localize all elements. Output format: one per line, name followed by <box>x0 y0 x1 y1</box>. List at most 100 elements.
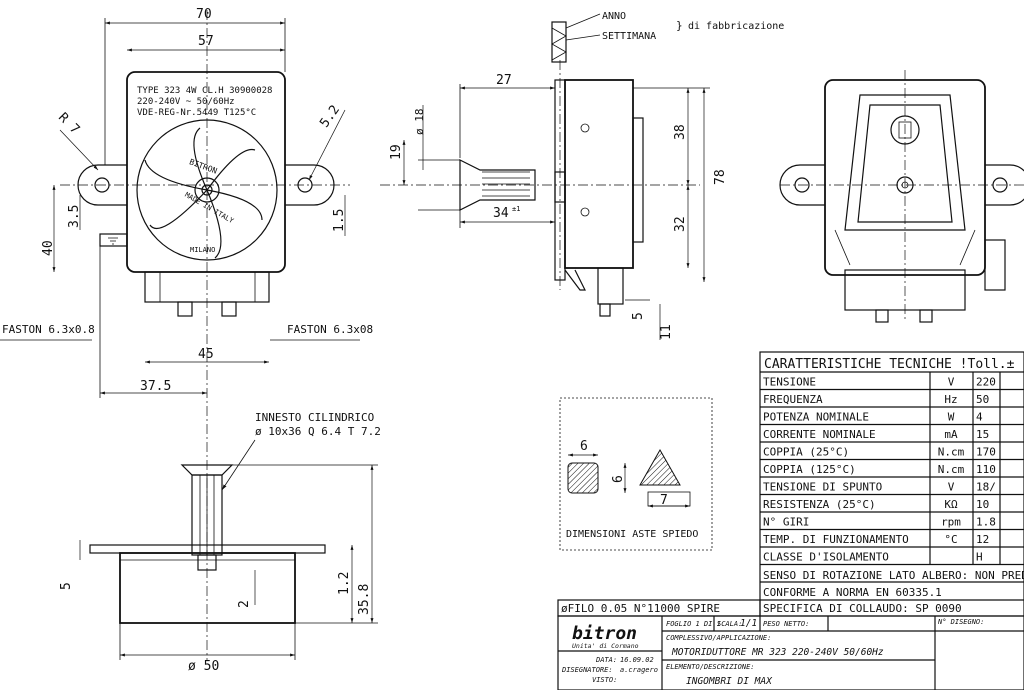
dim-27: 27 <box>496 73 512 88</box>
disegnatore-value: a.cragero <box>620 666 658 674</box>
dim-r7: R 7 <box>55 110 82 137</box>
spiedo-dim-7: 7 <box>660 493 668 508</box>
spec-row-unit: N.cm <box>938 463 965 476</box>
spec-row-name: COPPIA (125°C) <box>763 463 856 476</box>
n-disegno-label: N° DISEGNO: <box>937 618 984 626</box>
spec-row-val: 1.8 <box>976 516 996 529</box>
spec-row-unit: V <box>948 481 955 494</box>
complessivo-value: MOTORIDUTTORE MR 323 220-240V 50/60Hz <box>671 647 884 658</box>
spec-row-name: POTENZA NOMINALE <box>763 411 869 424</box>
label-plate-line1: TYPE 323 4W CL.H 30900028 <box>137 86 272 96</box>
spec-senso: SENSO DI ROTAZIONE LATO ALBERO: NON PRED… <box>763 569 1024 582</box>
scala-label: SCALA: <box>717 620 742 628</box>
spec-row-unit: V <box>948 376 955 389</box>
rotor-text-bottom: MILANO <box>190 246 215 254</box>
bottom-view: INNESTO CILINDRICO ø 10x36 Q 6.4 T 7.2 5… <box>59 411 381 674</box>
anno-label: ANNO <box>602 11 626 22</box>
dim-bottom-d50: ø 50 <box>188 659 219 674</box>
spec-row-unit: W <box>948 411 955 424</box>
spec-header: CARATTERISTICHE TECNICHE !Toll.± <box>764 357 1015 372</box>
dim-32: 32 <box>673 216 688 232</box>
visto-label: VISTO: <box>592 676 617 684</box>
fabbricazione-note: } <box>676 19 683 32</box>
data-value: 16.09.02 <box>620 656 654 664</box>
dim-37-5: 37.5 <box>140 379 171 394</box>
dim-57: 57 <box>198 34 214 49</box>
dim-bottom-5: 5 <box>59 582 74 590</box>
dim-70: 70 <box>196 7 212 22</box>
dim-bottom-1-2: 1.2 <box>337 572 352 595</box>
spec-row-name: COPPIA (25°C) <box>763 446 849 459</box>
spiedo-box: 6 6 7 DIMENSIONI ASTE SPIEDO <box>559 397 713 551</box>
spec-row-val: 12 <box>976 533 989 546</box>
label-plate-line2: 220-240V ~ 50/60Hz <box>137 97 235 107</box>
front-view: TYPE 323 4W CL.H 30900028 220-240V ~ 50/… <box>0 7 373 660</box>
spec-row-name: TEMP. DI FUNZIONAMENTO <box>763 533 909 546</box>
spec-row-name: N° GIRI <box>763 516 809 529</box>
bitron-sub: Unita' di Cormano <box>572 642 639 650</box>
spec-row-unit: °C <box>944 533 957 546</box>
innesto-line2: ø 10x36 Q 6.4 T 7.2 <box>255 425 381 438</box>
peso-label: PESO NETTO: <box>763 620 809 628</box>
label-plate-line3: VDE-REG-Nr.5449 T125°C <box>137 108 256 118</box>
spec-row-name: RESISTENZA (25°C) <box>763 498 876 511</box>
spec-row-val: 220 <box>976 376 996 389</box>
dim-11: 11 <box>659 324 674 340</box>
rear-view <box>779 70 1024 323</box>
foglio: FOGLIO 1 DI 1 <box>666 620 721 628</box>
complessivo-label: COMPLESSIVO/APPLICAZIONE: <box>666 634 771 642</box>
spec-row-name: FREQUENZA <box>763 393 823 406</box>
spec-row-val: H <box>976 551 983 564</box>
innesto-line1: INNESTO CILINDRICO <box>255 411 374 424</box>
dim-side-5: 5 <box>631 312 646 320</box>
bitron-logo: bitron <box>572 623 637 644</box>
scala-value: 1/1 <box>740 618 757 629</box>
faston-left: FASTON 6.3x0.8 <box>2 323 95 336</box>
dim-45: 45 <box>198 347 214 362</box>
spec-row-unit: Hz <box>944 393 957 406</box>
spec-row-name: CORRENTE NOMINALE <box>763 428 876 441</box>
dim-5-2: 5.2 <box>317 103 343 131</box>
faston-right: FASTON 6.3x08 <box>287 323 373 336</box>
dim-40: 40 <box>41 240 56 256</box>
dim-3-5: 3.5 <box>67 205 82 228</box>
spec-conforme: CONFORME A NORMA EN 60335.1 <box>763 586 942 599</box>
spec-row-unit: rpm <box>941 516 961 529</box>
spec-specifica: SPECIFICA DI COLLAUDO: SP 0090 <box>763 602 962 615</box>
dim-d18: ø 18 <box>413 109 426 136</box>
elemento-value: INGOMBRI DI MAX <box>686 676 773 687</box>
date-code: ANNO SETTIMANA } di fabbricazione <box>551 11 784 63</box>
rotor-text-top: BITRON <box>188 157 218 175</box>
elemento-label: ELEMENTO/DESCRIZIONE: <box>666 663 755 671</box>
dim-34-tol: ±1 <box>512 205 520 213</box>
spec-row-unit: mA <box>944 428 958 441</box>
spec-row-unit: KΩ <box>944 498 958 511</box>
dim-19: 19 <box>389 144 404 160</box>
spec-row-name: TENSIONE DI SPUNTO <box>763 481 882 494</box>
data-label: DATA: <box>595 656 617 664</box>
disegnatore-label: DISEGNATORE: <box>561 666 613 674</box>
spec-row-name: CLASSE D'ISOLAMENTO <box>763 551 889 564</box>
spec-row-val: 15 <box>976 428 989 441</box>
settimana-label: SETTIMANA <box>602 31 656 42</box>
spec-row-val: 18/ <box>976 481 996 494</box>
spec-row-unit: N.cm <box>938 446 965 459</box>
spiedo-dim-6a: 6 <box>580 439 588 454</box>
spec-table: CARATTERISTICHE TECNICHE !Toll.± TENSION… <box>759 351 1024 617</box>
dim-38: 38 <box>673 124 688 140</box>
fabbricazione-label: di fabbricazione <box>688 21 784 32</box>
spiedo-caption: DIMENSIONI ASTE SPIEDO <box>566 529 698 540</box>
spec-row-val: 10 <box>976 498 989 511</box>
dim-bottom-35-8: 35.8 <box>357 584 372 615</box>
side-view: 27 ø 18 19 34 ±1 38 78 32 5 11 <box>380 60 728 340</box>
spec-row-val: 110 <box>976 463 996 476</box>
spec-row-val: 4 <box>976 411 983 424</box>
dim-78: 78 <box>713 169 728 185</box>
spec-row-name: TENSIONE <box>763 376 816 389</box>
spec-row-val: 50 <box>976 393 989 406</box>
dim-34: 34 <box>493 206 509 221</box>
spiedo-dim-6b: 6 <box>611 475 626 483</box>
dim-bottom-2: 2 <box>237 600 252 608</box>
dim-1-5: 1.5 <box>332 209 347 232</box>
